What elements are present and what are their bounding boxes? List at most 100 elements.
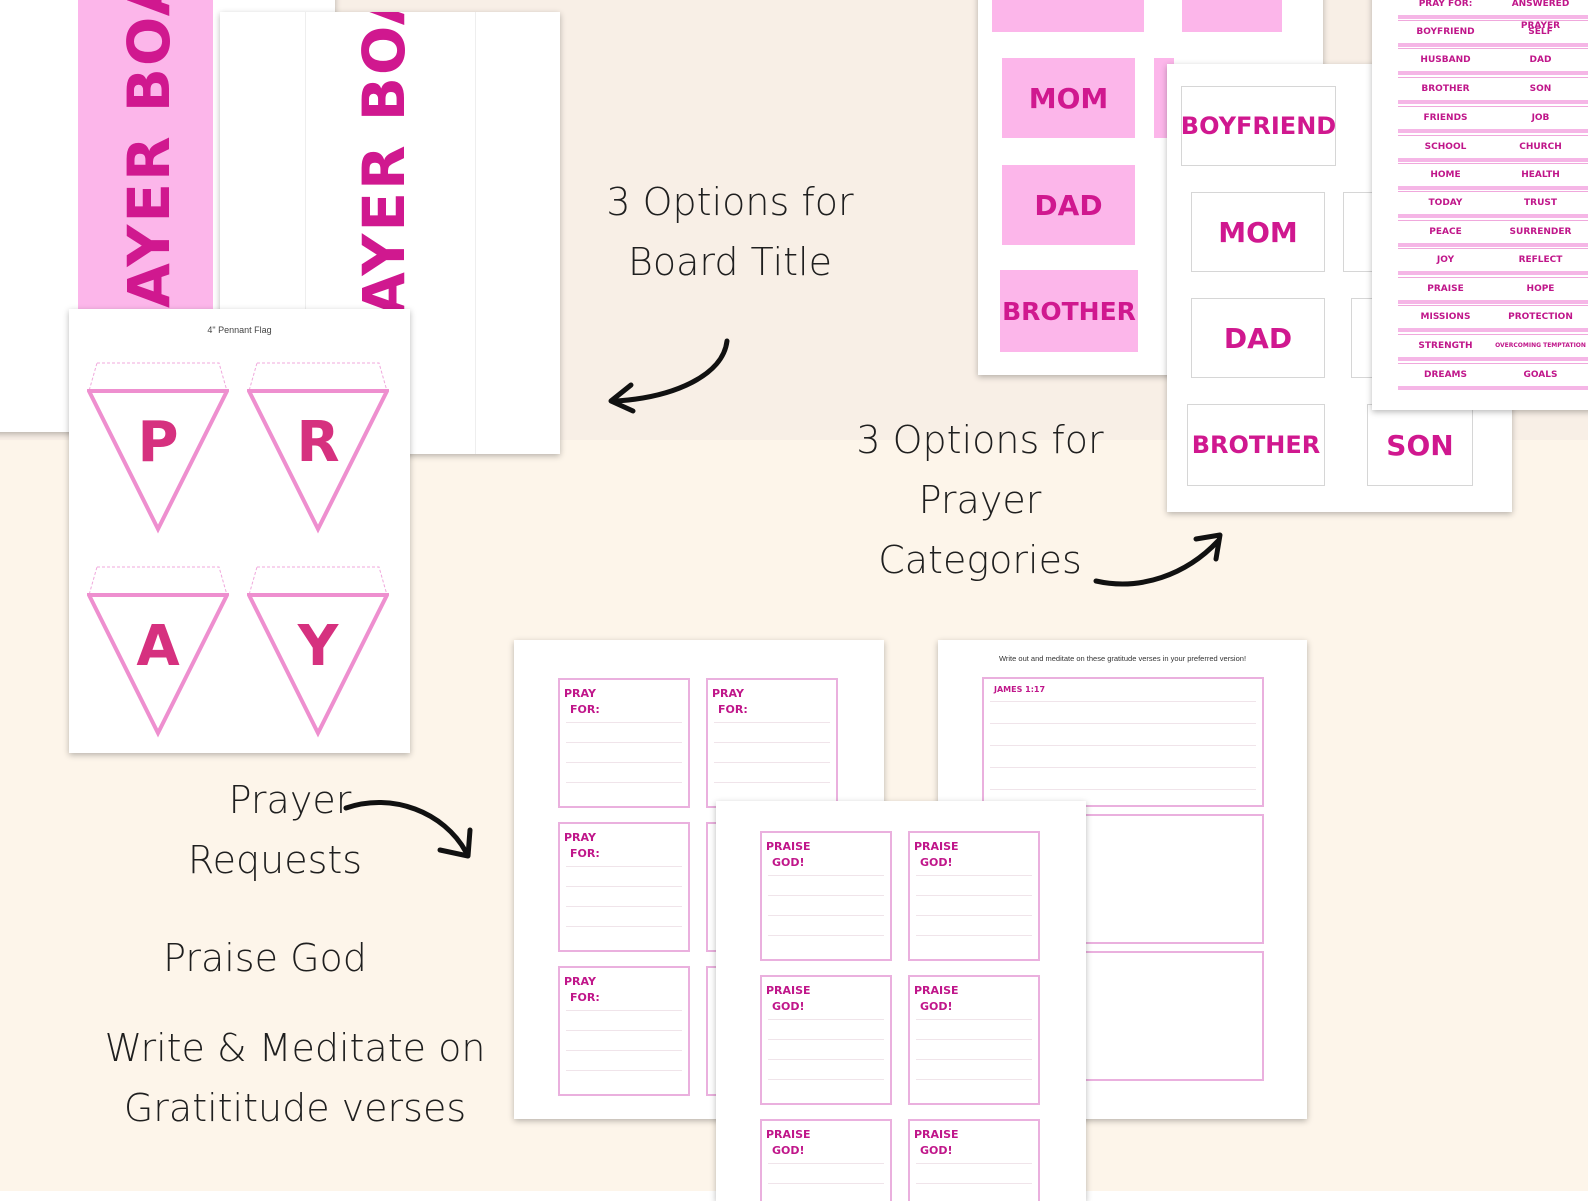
praise-god-box: PRAISE GOD! — [908, 831, 1040, 961]
writing-line — [768, 1183, 884, 1184]
writing-line — [566, 762, 682, 763]
category-cell: PROTECTION — [1508, 312, 1573, 322]
pennant-letter: P — [137, 410, 178, 475]
category-cell: PRAISE — [1427, 284, 1464, 294]
writing-line — [768, 935, 884, 936]
writing-line — [916, 935, 1032, 936]
category-cell: CHURCH — [1519, 142, 1562, 152]
praise-god-heading: PRAISE GOD! — [914, 1127, 959, 1159]
writing-line — [566, 1070, 682, 1071]
fold-line — [475, 12, 476, 454]
writing-line — [768, 1019, 884, 1020]
writing-line — [916, 895, 1032, 896]
category-list-row: FRIENDS JOB — [1398, 106, 1588, 133]
pray-label: PRAY — [712, 687, 744, 700]
category-list-row: BROTHER SON — [1398, 77, 1588, 104]
writing-line — [566, 722, 682, 723]
god-label: GOD! — [920, 856, 953, 869]
arrow-board-title-icon — [608, 338, 730, 414]
board-title-text: AYER BOARD — [115, 0, 183, 308]
writing-line — [916, 1163, 1032, 1164]
praise-label: PRAISE — [914, 840, 959, 853]
gratitude-instruction: Write out and meditate on these gratitud… — [998, 654, 1247, 663]
category-cell: PEACE — [1429, 227, 1462, 237]
category-cell: BROTHER — [1421, 84, 1470, 94]
pennant-flag: A — [87, 566, 229, 738]
for-label: FOR: — [570, 703, 600, 716]
fold-line — [305, 12, 306, 454]
pennant-letter: R — [296, 410, 339, 475]
pink-category-card: MOM — [1002, 58, 1135, 138]
category-cell: PRAY FOR: — [1418, 0, 1473, 9]
category-list-row: SCHOOL CHURCH — [1398, 135, 1588, 162]
writing-line — [768, 875, 884, 876]
god-label: GOD! — [772, 1000, 805, 1013]
category-cell: FRIENDS — [1423, 113, 1468, 123]
pray-for-heading: PRAY FOR: — [712, 686, 748, 718]
writing-line — [916, 1059, 1032, 1060]
pray-label: PRAY — [564, 831, 596, 844]
praise-label: PRAISE — [914, 984, 959, 997]
category-cell: OVERCOMING TEMPTATION — [1495, 342, 1586, 349]
pennant-flag: P — [87, 362, 229, 534]
category-cell: SON — [1529, 84, 1552, 94]
category-cell: SURRENDER — [1509, 227, 1572, 237]
category-cell: GOALS — [1523, 370, 1558, 380]
category-cell: STRENGTH — [1418, 341, 1473, 351]
writing-line — [990, 723, 1256, 724]
god-label: GOD! — [772, 856, 805, 869]
category-cell: JOB — [1531, 113, 1550, 123]
writing-line — [768, 895, 884, 896]
category-cell: BOYFRIEND — [1416, 27, 1475, 37]
white-category-card: BOYFRIEND — [1181, 86, 1336, 166]
writing-line — [916, 1019, 1032, 1020]
category-cell: SCHOOL — [1424, 142, 1467, 152]
god-label: GOD! — [772, 1144, 805, 1157]
writing-line — [566, 906, 682, 907]
god-label: GOD! — [920, 1144, 953, 1157]
for-label: FOR: — [718, 703, 748, 716]
pink-card-partial — [992, 0, 1144, 32]
praise-label: PRAISE — [914, 1128, 959, 1141]
caption-board-title: 3 Options for Board Title — [575, 172, 885, 292]
white-category-card: BROTHER — [1187, 404, 1325, 486]
praise-god-heading: PRAISE GOD! — [914, 839, 959, 871]
white-category-card: SON — [1367, 404, 1473, 486]
writing-line — [566, 926, 682, 927]
writing-line — [714, 782, 830, 783]
white-category-card: DAD — [1191, 298, 1325, 378]
writing-line — [916, 1183, 1032, 1184]
caption-line: Categories — [878, 538, 1082, 582]
pennant-sheet-title: 4" Pennant Flag — [207, 325, 272, 335]
writing-line — [916, 1039, 1032, 1040]
writing-line — [990, 789, 1256, 790]
for-label: FOR: — [570, 991, 600, 1004]
writing-line — [768, 1039, 884, 1040]
writing-line — [916, 1079, 1032, 1080]
caption-prayer-requests: Prayer Requests — [160, 770, 390, 890]
pennant-letter: Y — [297, 614, 340, 679]
caption-line: Gratititude verses — [123, 1086, 467, 1130]
writing-line — [916, 915, 1032, 916]
caption-line: 3 Options for — [606, 180, 854, 224]
category-cell: TRUST — [1524, 198, 1557, 208]
category-cell: JOY — [1436, 255, 1455, 265]
category-list-row: STRENGTH OVERCOMING TEMPTATION — [1398, 334, 1588, 361]
for-label: FOR: — [570, 847, 600, 860]
pray-for-box: PRAY FOR: — [558, 822, 690, 952]
category-cell: DAD — [1529, 55, 1552, 65]
